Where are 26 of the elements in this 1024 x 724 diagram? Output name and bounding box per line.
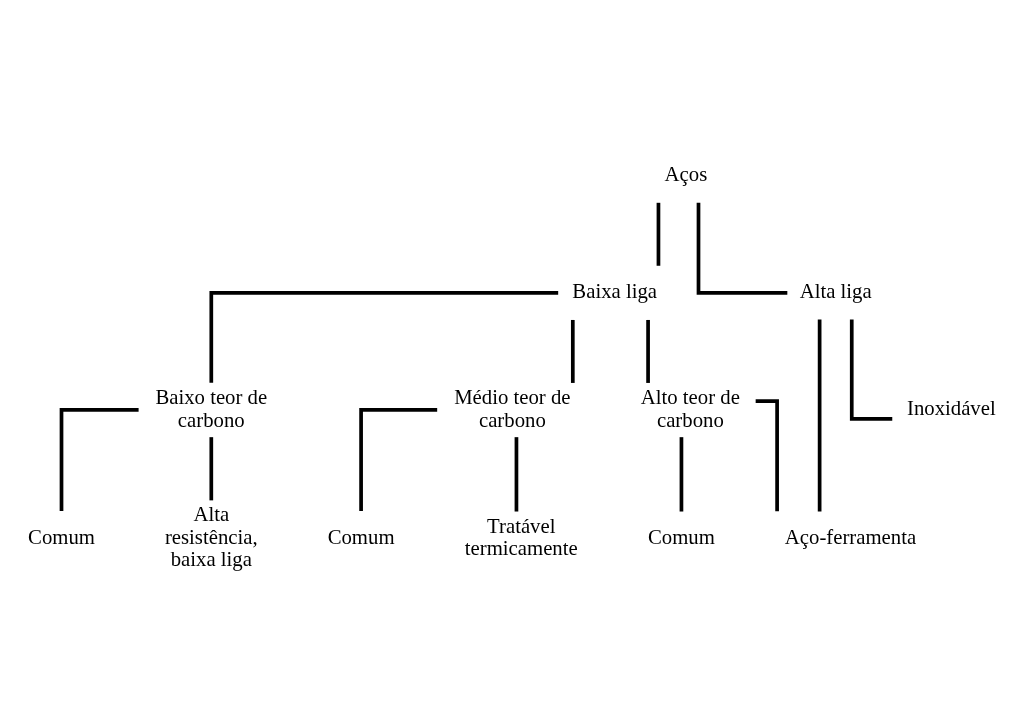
node-text: Baixa liga	[572, 279, 658, 302]
connector	[359, 407, 438, 511]
node-text: Aço-ferramenta	[784, 525, 917, 548]
node-text: Comum	[28, 525, 95, 548]
node-text: Alta liga	[799, 279, 872, 302]
connector	[514, 436, 519, 511]
connector	[679, 436, 684, 511]
connector	[656, 202, 661, 266]
connector	[755, 398, 779, 511]
connector	[696, 202, 788, 295]
node-text: Tratável termicamente	[464, 514, 578, 559]
connector	[209, 436, 214, 500]
connector	[817, 319, 822, 512]
node-text: Comum	[327, 525, 395, 548]
node-text: Baixo teor de carbono	[155, 385, 268, 431]
node-text: Alto teor de carbono	[640, 385, 740, 431]
connector	[646, 319, 650, 383]
connector	[209, 290, 559, 383]
node-text: Aços	[664, 162, 708, 185]
connector	[59, 407, 139, 511]
node-text: Inoxidável	[907, 396, 996, 419]
node-text: Alta resistência, baixa liga	[164, 502, 258, 570]
connector	[849, 319, 893, 421]
connector	[570, 319, 575, 383]
node-text: Médio teor de carbono	[454, 385, 571, 431]
node-text: Comum	[648, 525, 715, 548]
